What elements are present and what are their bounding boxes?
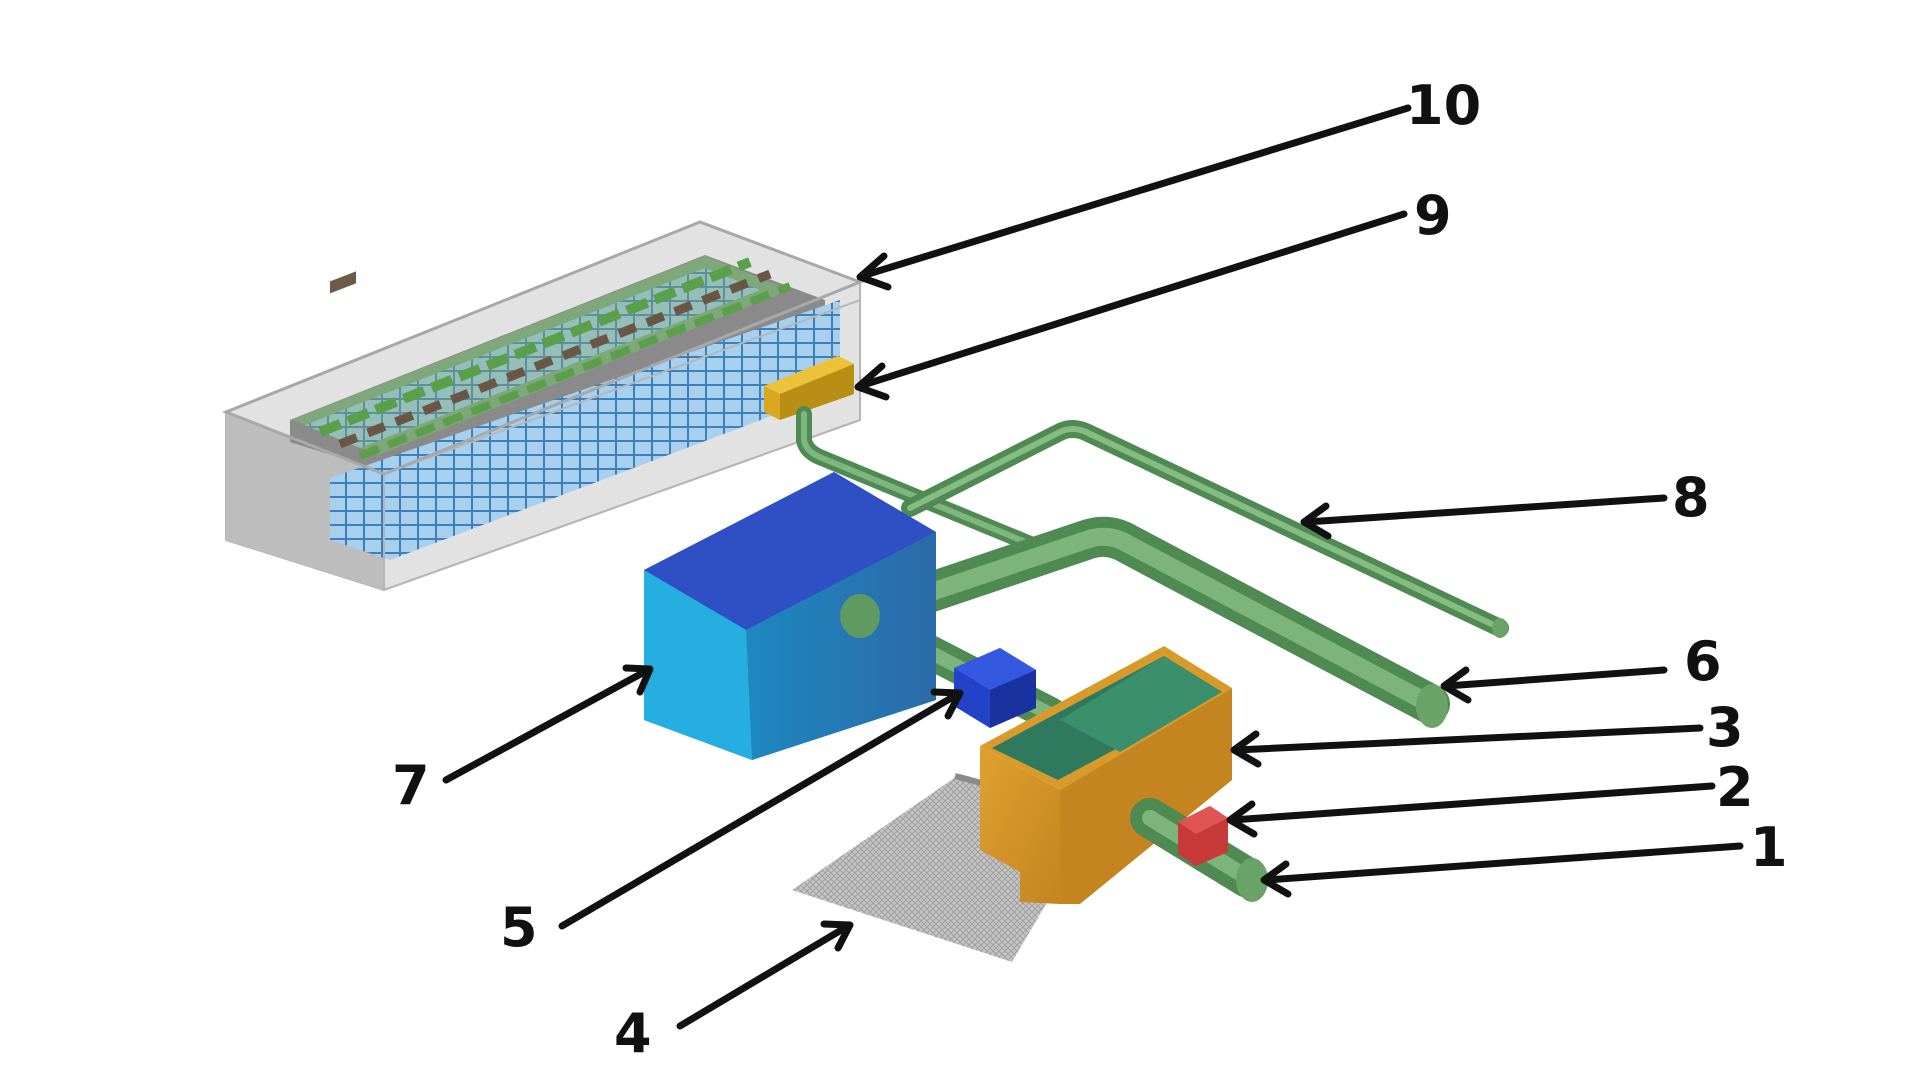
tank-inlet-pipe (840, 594, 880, 638)
label-4: 4 (614, 1002, 652, 1065)
label-6: 6 (1684, 630, 1722, 693)
label-2: 2 (1716, 756, 1754, 819)
label-5: 5 (500, 896, 538, 959)
storage-tank (644, 472, 936, 760)
pump-unit (954, 648, 1036, 728)
junction-box (764, 356, 854, 420)
pipe-end-6 (1416, 684, 1448, 728)
pipe-end-8 (1492, 618, 1508, 638)
label-8: 8 (1672, 466, 1710, 529)
callout-arrows (442, 104, 1744, 1030)
label-10: 10 (1406, 74, 1481, 137)
label-1: 1 (1750, 816, 1788, 879)
outlet-pipe-end (1236, 858, 1268, 902)
label-7: 7 (392, 754, 430, 817)
enclosure-with-racks (221, 220, 865, 592)
sump-tank (980, 646, 1232, 904)
label-3: 3 (1706, 696, 1744, 759)
rack-crates (318, 257, 792, 460)
label-9: 9 (1414, 184, 1452, 247)
valve (1178, 806, 1228, 866)
